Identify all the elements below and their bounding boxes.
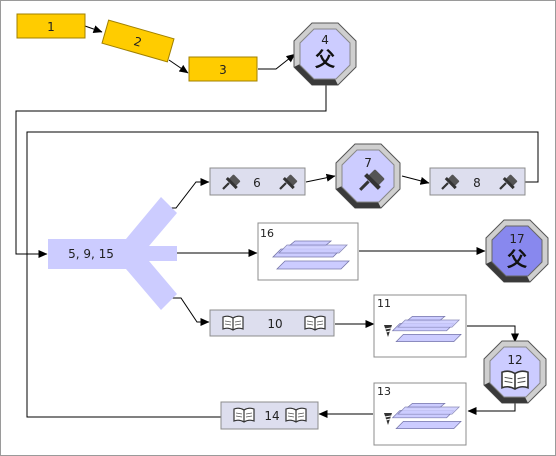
- edge-5-10: [164, 297, 210, 326]
- node-1[interactable]: 1: [16, 13, 86, 39]
- node-12-label: 12: [507, 353, 522, 367]
- node-6-label: 6: [253, 176, 261, 190]
- edge-6-7: [305, 173, 336, 183]
- open-book-icon: [285, 407, 307, 423]
- node-12[interactable]: 12: [483, 340, 547, 404]
- node-10[interactable]: 10: [209, 309, 335, 337]
- edge-7-8: [401, 175, 430, 185]
- node-11-label: 11: [377, 297, 391, 310]
- node-13-label: 13: [377, 385, 391, 398]
- node-8[interactable]: 8: [429, 167, 526, 196]
- node-7-label: 7: [364, 156, 372, 170]
- node-11[interactable]: 11: [373, 294, 467, 358]
- edge-4-5: [15, 85, 327, 258]
- edge-11-12: [467, 325, 519, 343]
- open-book-icon: [501, 370, 529, 390]
- edge-3-4: [258, 53, 296, 70]
- edge-5-6: [164, 178, 210, 209]
- connectors: [15, 25, 539, 418]
- node-5-9-15[interactable]: 5, 9, 15: [48, 197, 177, 310]
- open-book-icon: [304, 315, 326, 331]
- node-17[interactable]: 17 父: [485, 219, 549, 283]
- node-14-label: 14: [264, 409, 279, 423]
- father-kanji-icon: 父: [314, 47, 336, 71]
- node-13[interactable]: 13: [373, 382, 467, 446]
- node-1-label: 1: [47, 20, 55, 34]
- edge-1-2: [84, 25, 103, 33]
- node-7[interactable]: 7: [335, 143, 401, 209]
- node-3-label: 3: [219, 63, 227, 77]
- node-10-label: 10: [267, 317, 282, 331]
- branch-shape: [48, 197, 177, 310]
- open-book-icon: [222, 315, 244, 331]
- node-8-label: 8: [473, 176, 481, 190]
- open-book-icon: [233, 407, 255, 423]
- father-kanji-icon: 父: [506, 247, 528, 271]
- node-2-label: 2: [132, 34, 143, 50]
- node-5-9-15-label: 5, 9, 15: [68, 247, 114, 261]
- node-3[interactable]: 3: [188, 56, 258, 82]
- edge-12-13: [467, 401, 516, 415]
- node-14[interactable]: 14: [220, 401, 319, 430]
- edge-14-5: [26, 254, 221, 418]
- node-6[interactable]: 6: [209, 167, 306, 196]
- node-4-label: 4: [321, 33, 329, 47]
- node-4[interactable]: 4 父: [293, 22, 357, 86]
- node-16[interactable]: 16: [257, 222, 359, 281]
- node-17-label: 17: [509, 232, 524, 246]
- edge-2-3: [168, 59, 189, 74]
- node-2[interactable]: 2: [101, 19, 175, 63]
- edge-8-5: [26, 131, 539, 254]
- node-16-label: 16: [260, 227, 274, 240]
